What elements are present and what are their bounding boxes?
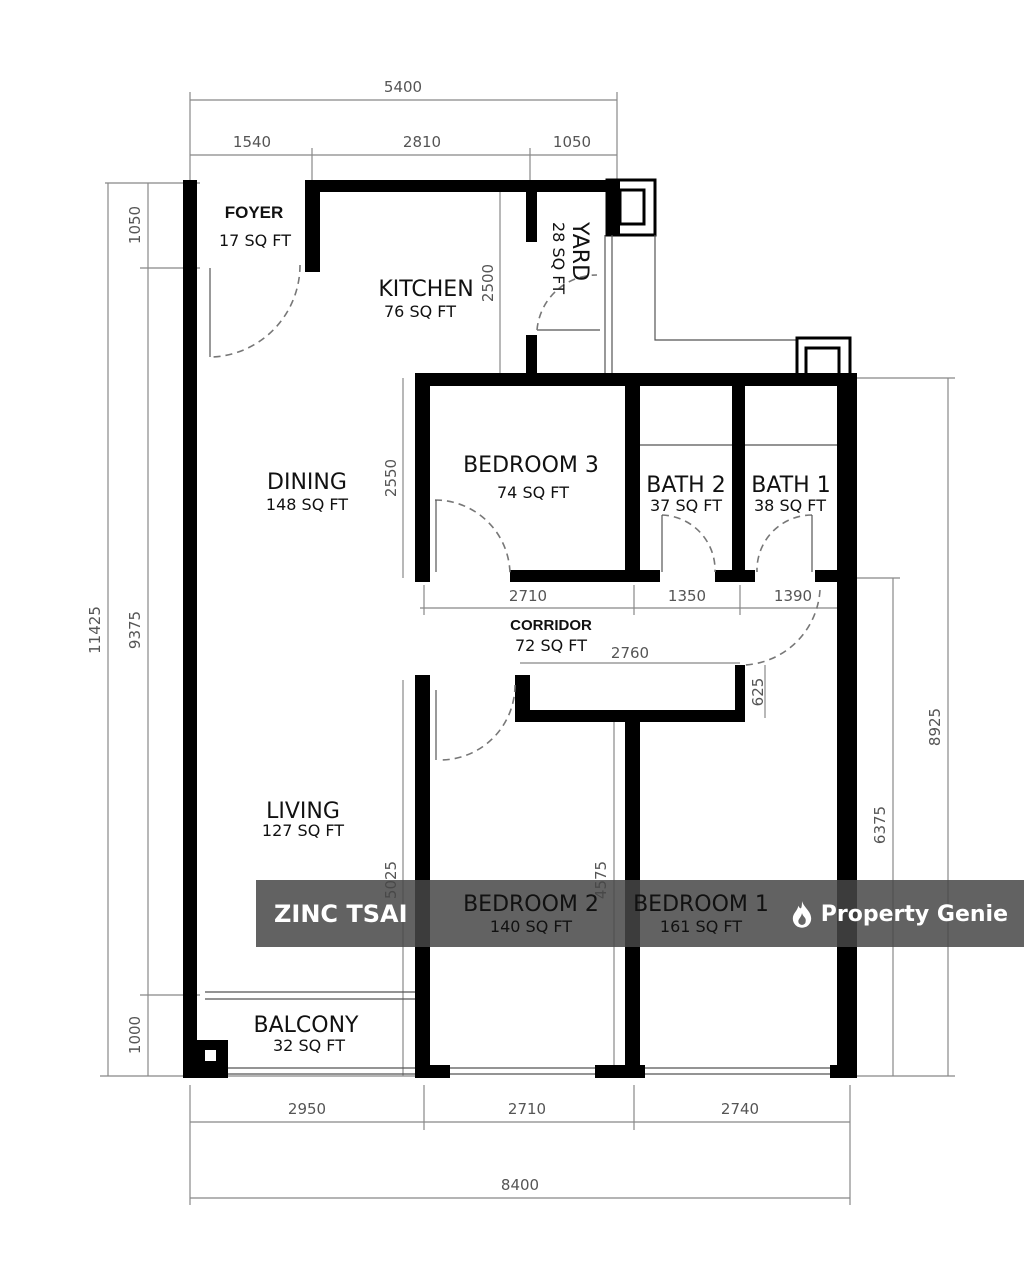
svg-text:6375: 6375 bbox=[871, 806, 889, 844]
svg-text:BALCONY: BALCONY bbox=[254, 1013, 360, 1038]
svg-text:2950: 2950 bbox=[288, 1100, 326, 1118]
room-bath-1: BATH 1 38 SQ FT bbox=[751, 473, 830, 515]
svg-text:2760: 2760 bbox=[611, 644, 649, 662]
svg-text:1050: 1050 bbox=[553, 133, 591, 151]
svg-text:1540: 1540 bbox=[233, 133, 271, 151]
room-bedroom-3: BEDROOM 3 74 SQ FT bbox=[463, 453, 599, 502]
svg-text:2550: 2550 bbox=[382, 459, 400, 497]
svg-text:17 SQ FT: 17 SQ FT bbox=[219, 231, 291, 250]
room-corridor: CORRIDOR 72 SQ FT bbox=[510, 617, 592, 655]
watermark-banner: ZINC TSAI BEDROOM 2 140 SQ FT BEDROOM 1 … bbox=[256, 880, 1024, 947]
svg-text:KITCHEN: KITCHEN bbox=[378, 277, 473, 302]
flame-logo-icon bbox=[792, 901, 811, 928]
room-foyer: FOYER 17 SQ FT bbox=[219, 203, 291, 250]
svg-text:2500: 2500 bbox=[479, 264, 497, 302]
svg-text:37 SQ FT: 37 SQ FT bbox=[650, 496, 722, 515]
svg-text:8925: 8925 bbox=[926, 708, 944, 746]
svg-text:72 SQ FT: 72 SQ FT bbox=[515, 636, 587, 655]
svg-text:DINING: DINING bbox=[267, 470, 347, 495]
room-bath-2: BATH 2 37 SQ FT bbox=[646, 473, 725, 515]
svg-text:2740: 2740 bbox=[721, 1100, 759, 1118]
svg-text:127 SQ FT: 127 SQ FT bbox=[262, 821, 344, 840]
svg-text:YARD: YARD bbox=[567, 221, 592, 281]
agent-name: ZINC TSAI bbox=[274, 900, 408, 928]
svg-text:28 SQ FT: 28 SQ FT bbox=[549, 222, 568, 294]
room-kitchen: KITCHEN 76 SQ FT bbox=[378, 277, 473, 321]
room-bedroom-1: BEDROOM 1 161 SQ FT bbox=[633, 892, 769, 936]
svg-text:2810: 2810 bbox=[403, 133, 441, 151]
svg-text:CORRIDOR: CORRIDOR bbox=[510, 617, 592, 634]
dimension-lines bbox=[100, 92, 955, 1205]
room-living: LIVING 127 SQ FT bbox=[262, 799, 344, 840]
svg-text:9375: 9375 bbox=[126, 611, 144, 649]
walls bbox=[183, 180, 857, 1078]
svg-text:1000: 1000 bbox=[126, 1016, 144, 1054]
room-bedroom-2: BEDROOM 2 140 SQ FT bbox=[463, 892, 599, 936]
door-swings bbox=[209, 264, 821, 761]
svg-text:8400: 8400 bbox=[501, 1176, 539, 1194]
room-dining: DINING 148 SQ FT bbox=[266, 470, 348, 514]
svg-text:BATH 2: BATH 2 bbox=[646, 473, 725, 498]
svg-text:38 SQ FT: 38 SQ FT bbox=[754, 496, 826, 515]
svg-text:5400: 5400 bbox=[384, 78, 422, 96]
brand-logo: Property Genie bbox=[791, 900, 1008, 928]
svg-text:76 SQ FT: 76 SQ FT bbox=[384, 302, 456, 321]
svg-text:11425: 11425 bbox=[86, 606, 104, 654]
svg-text:1350: 1350 bbox=[668, 587, 706, 605]
svg-text:2710: 2710 bbox=[509, 587, 547, 605]
svg-text:BEDROOM 3: BEDROOM 3 bbox=[463, 453, 599, 478]
svg-text:LIVING: LIVING bbox=[266, 799, 340, 824]
svg-text:74 SQ FT: 74 SQ FT bbox=[497, 483, 569, 502]
svg-text:2710: 2710 bbox=[508, 1100, 546, 1118]
svg-text:FOYER: FOYER bbox=[225, 203, 284, 222]
svg-text:148 SQ FT: 148 SQ FT bbox=[266, 495, 348, 514]
svg-text:BATH 1: BATH 1 bbox=[751, 473, 830, 498]
svg-text:1390: 1390 bbox=[774, 587, 812, 605]
svg-text:625: 625 bbox=[749, 678, 767, 707]
svg-text:1050: 1050 bbox=[126, 206, 144, 244]
room-yard: YARD 28 SQ FT bbox=[549, 221, 592, 294]
svg-text:32 SQ FT: 32 SQ FT bbox=[273, 1036, 345, 1055]
brand-name: Property Genie bbox=[820, 901, 1008, 927]
room-balcony: BALCONY 32 SQ FT bbox=[254, 1013, 360, 1055]
